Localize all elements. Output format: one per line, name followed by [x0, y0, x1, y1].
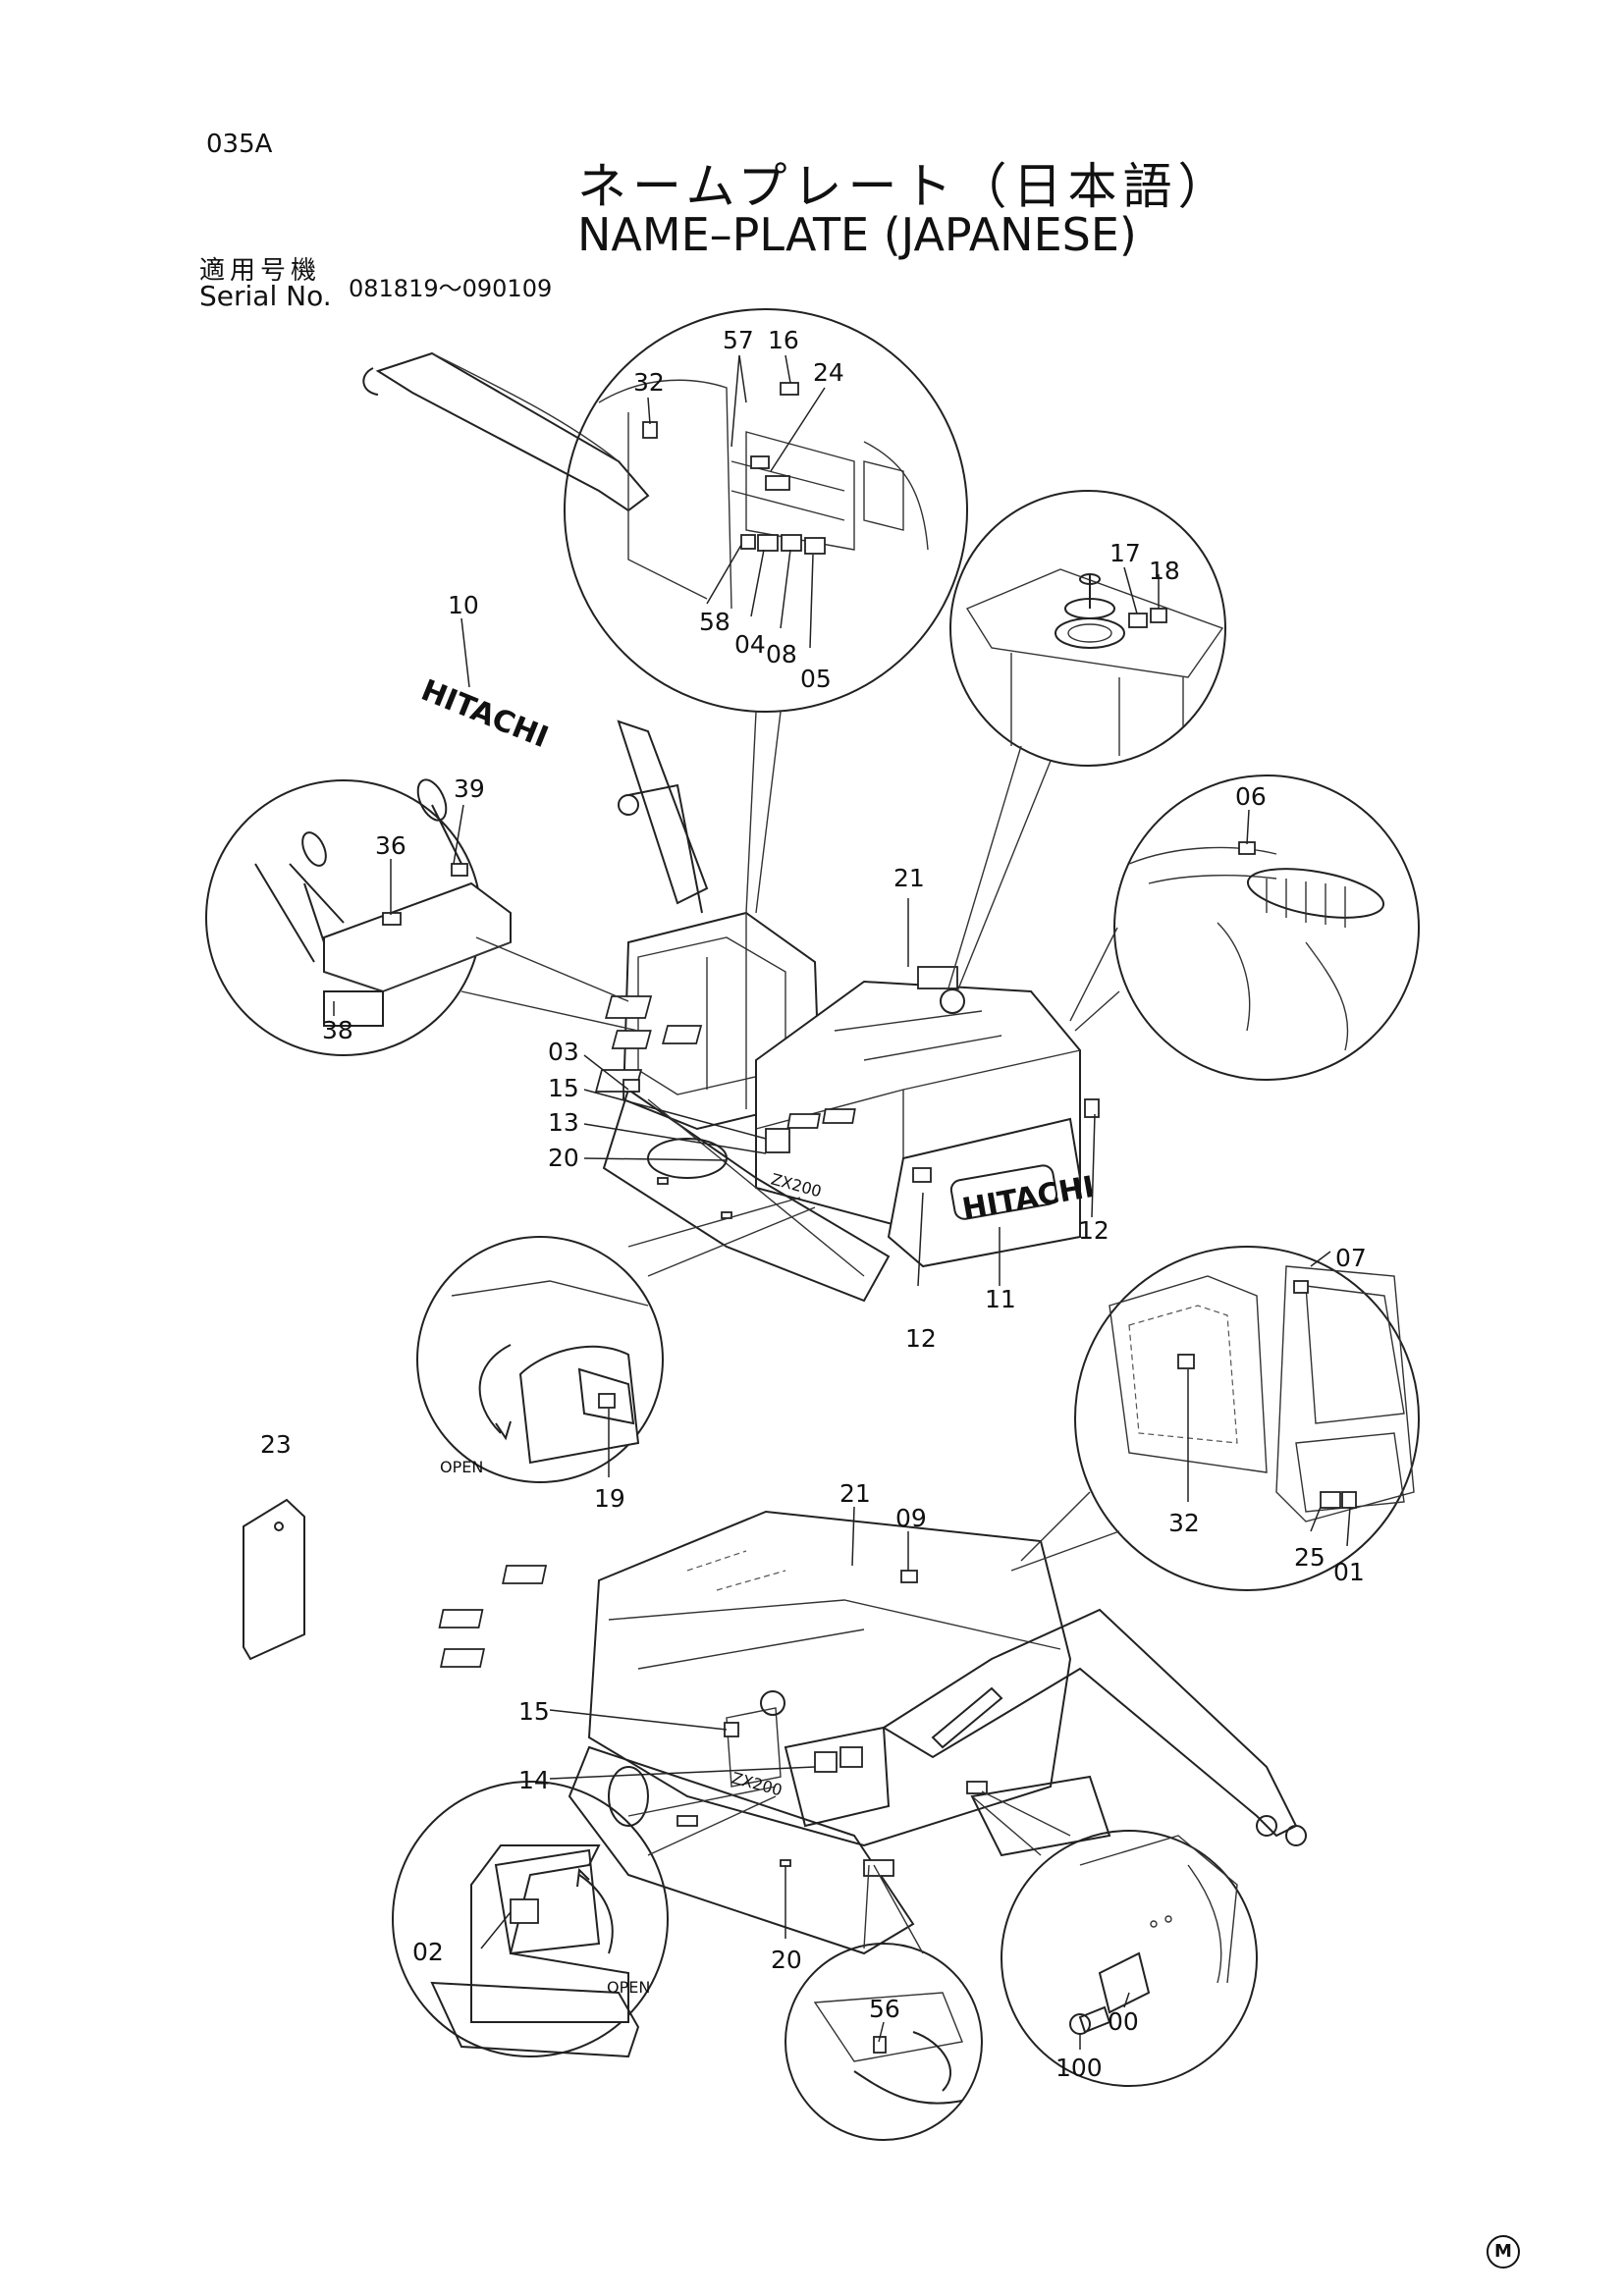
callout-15-lower: 15 [518, 1697, 550, 1726]
callout-14: 14 [518, 1766, 550, 1794]
detail-circle-bolt-plate [1001, 1830, 1258, 2087]
callout-38: 38 [322, 1016, 353, 1044]
detail-circle-step [784, 1943, 983, 2141]
callout-11: 11 [985, 1285, 1016, 1313]
callout-20-lower: 20 [771, 1946, 802, 1974]
manufacturer-mark: M [1487, 2235, 1520, 2269]
callout-17: 17 [1109, 539, 1141, 567]
detail-circle-engine [1113, 774, 1420, 1081]
serial-range: 081819～090109 [349, 275, 553, 302]
callout-32-lower: 32 [1168, 1509, 1200, 1537]
callout-21-upper: 21 [893, 864, 925, 892]
callout-01: 01 [1333, 1558, 1365, 1586]
callout-20-upper: 20 [548, 1144, 579, 1172]
detail-circle-cab-rear [1074, 1246, 1420, 1591]
detail-circle-fuel-cap [949, 490, 1226, 767]
callout-18: 18 [1149, 557, 1180, 585]
callout-10: 10 [448, 591, 479, 619]
title-english: NAME–PLATE (JAPANESE) [577, 208, 1137, 261]
open-label-upper: OPEN [440, 1458, 483, 1476]
page-code: 035A [206, 130, 273, 159]
callout-24: 24 [813, 358, 844, 387]
callout-12-bottom: 12 [905, 1324, 937, 1353]
lower-excavator-drawing: ZX200 [438, 1510, 1307, 1955]
callout-19: 19 [594, 1484, 625, 1513]
boom-brand-text: HITACHI [416, 673, 553, 755]
callout-08: 08 [766, 640, 797, 668]
tag-23 [243, 1498, 305, 1661]
callout-00: 00 [1108, 2007, 1139, 2036]
callout-09: 09 [895, 1504, 927, 1532]
callout-56: 56 [869, 1995, 900, 2023]
callout-39: 39 [454, 774, 485, 803]
leader-lines [333, 354, 1351, 2050]
callout-13: 13 [548, 1108, 579, 1137]
callout-05: 05 [800, 665, 832, 693]
detail-circle-control-levers [205, 778, 512, 1056]
serial-label-japanese: 適用号機 [199, 256, 322, 286]
detail-circle-battery-box: OPEN [392, 1781, 669, 2058]
callout-labels: 57 16 32 24 58 04 08 05 10 17 18 39 36 3… [260, 326, 1367, 2082]
callout-57: 57 [723, 326, 754, 354]
serial-label-english: Serial No. [199, 280, 332, 312]
callout-07: 07 [1335, 1244, 1367, 1272]
callout-12-right: 12 [1078, 1216, 1109, 1245]
callout-06: 06 [1235, 782, 1267, 811]
callout-23: 23 [260, 1430, 292, 1459]
detail-circle-side-box: OPEN [416, 1236, 664, 1483]
callout-25: 25 [1294, 1543, 1325, 1572]
callout-03: 03 [548, 1038, 579, 1066]
callout-15-upper: 15 [548, 1074, 579, 1102]
detail-circle-cab-interior [564, 308, 968, 713]
callout-21-lower: 21 [839, 1479, 871, 1508]
callout-36: 36 [375, 831, 406, 860]
upper-excavator-drawing: HITACHI HITACHI ZX200 [362, 351, 1100, 1303]
open-label-lower: OPEN [607, 1978, 650, 1997]
callout-32: 32 [633, 368, 665, 397]
callout-04: 04 [734, 630, 766, 659]
callout-16: 16 [768, 326, 799, 354]
callout-100: 100 [1055, 2054, 1103, 2082]
callout-58: 58 [699, 608, 730, 636]
title-japanese: ネームプレート（日本語） [577, 158, 1233, 215]
callout-02: 02 [412, 1938, 444, 1966]
